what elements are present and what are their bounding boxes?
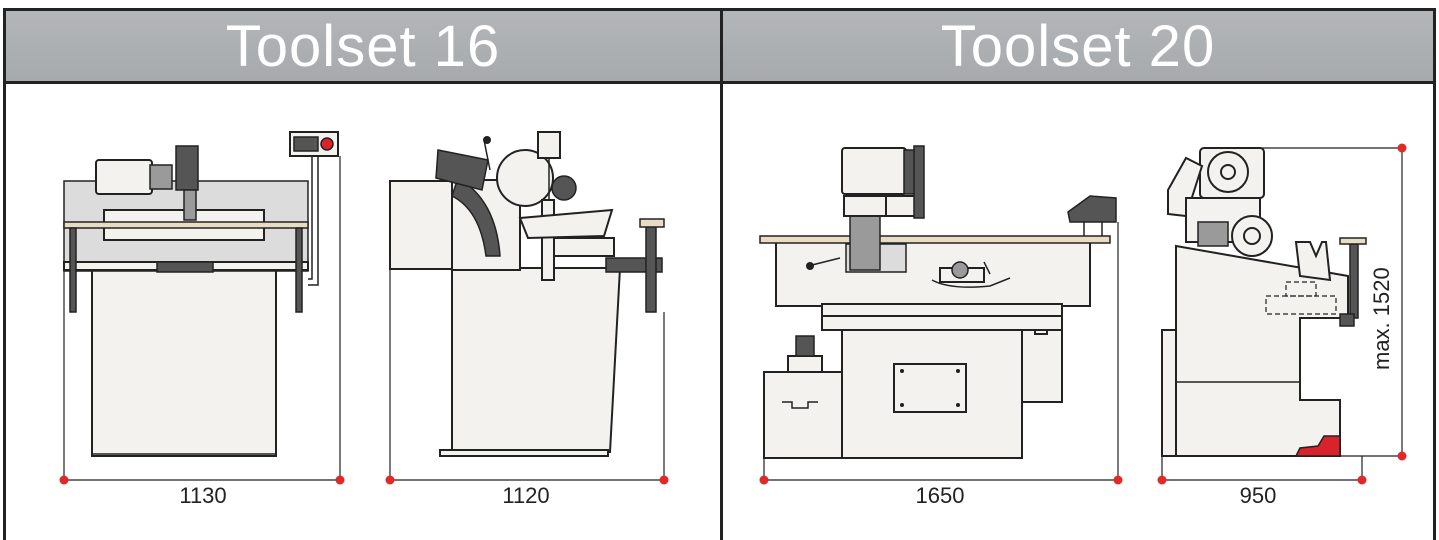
dimension-lines	[59, 143, 1407, 485]
toolset-16-header: Toolset 16	[6, 11, 720, 81]
t20-front-tank	[763, 371, 843, 459]
header-divider	[6, 81, 1433, 84]
t16-side-base	[451, 267, 622, 453]
toolset-20-side-view	[1161, 147, 1367, 457]
t20-front-body	[775, 241, 1091, 307]
t20-front-plate	[893, 363, 967, 413]
toolset-20-header: Toolset 20	[723, 11, 1433, 81]
t16-front-width-label: 1130	[179, 483, 227, 508]
t16-grinding-arm	[451, 176, 501, 257]
t16-front-table	[63, 221, 309, 229]
t16-front-dim-dot-right	[335, 475, 345, 485]
t20-front-width-label: 1650	[915, 483, 965, 508]
t20-side-base	[1175, 244, 1349, 457]
t20-side-dim-dot-left	[1157, 475, 1167, 485]
t20-front-dim-dot-left	[759, 475, 769, 485]
t20-side-dim-dot-right	[1357, 475, 1367, 485]
t20-spindle-bellows-side	[1197, 221, 1229, 247]
t16-front-motor	[95, 159, 153, 195]
toolset-20-front-view	[759, 145, 1117, 459]
t20-height-label: max. 1520	[1369, 267, 1394, 370]
t20-height-dim-dot-bottom	[1397, 451, 1407, 461]
t16-side-motor	[435, 149, 489, 191]
t16-side-rear	[389, 180, 455, 270]
toolset-16-front-view	[63, 131, 339, 457]
t16-front-base	[91, 267, 277, 457]
t20-front-dim-dot-right	[1113, 475, 1123, 485]
outer-frame	[3, 8, 1436, 540]
t20-spindle-bellows	[849, 213, 881, 271]
t16-side-dim-dot-right	[659, 475, 669, 485]
t16-grinding-wheel	[496, 149, 554, 207]
t20-front-table	[759, 235, 1111, 244]
t20-front-motor	[841, 147, 907, 195]
t20-control-panel	[1067, 195, 1117, 223]
t16-side-width-label: 1120	[502, 483, 550, 508]
toolset-16-side-view	[389, 131, 665, 457]
panel-divider	[720, 8, 723, 540]
t16-front-dim-dot-left	[59, 475, 69, 485]
toolset-16-title: Toolset 16	[225, 13, 501, 79]
t16-side-dim-dot-left	[385, 475, 395, 485]
t20-side-width-label: 950	[1239, 483, 1277, 508]
t20-height-dim-dot-top	[1397, 143, 1407, 153]
toolset-20-title: Toolset 20	[940, 13, 1216, 79]
emergency-stop-icon	[320, 137, 334, 151]
